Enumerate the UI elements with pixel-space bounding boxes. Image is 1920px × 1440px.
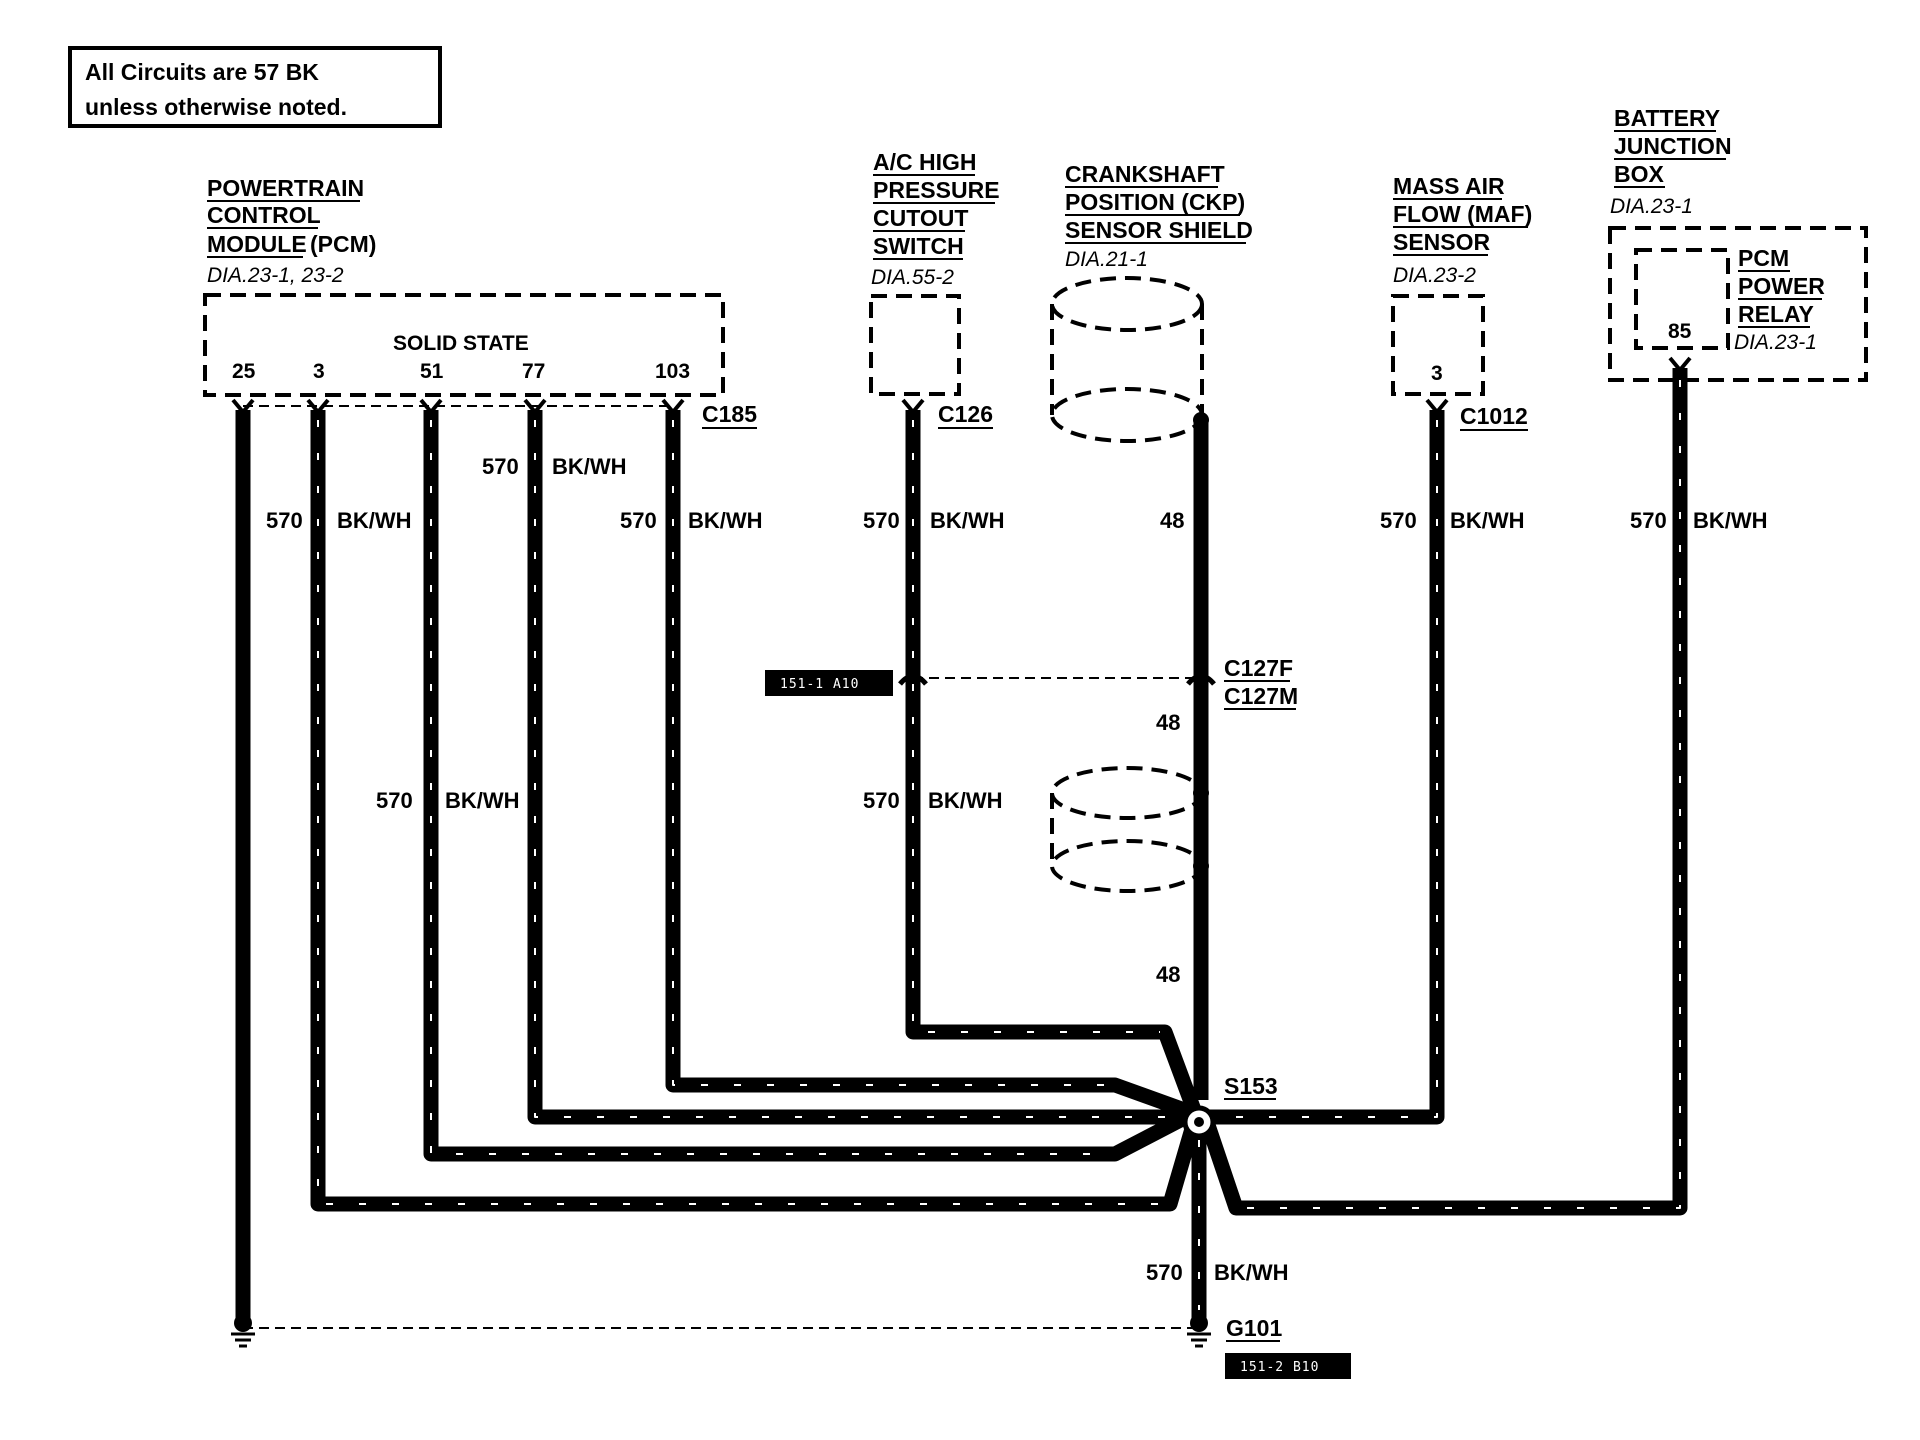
bjb-name-line-2: JUNCTION [1614, 133, 1732, 159]
wire-label-num: 570 [1380, 508, 1417, 533]
wire-label-color: BK/WH [1450, 508, 1525, 533]
bjb-ref: DIA.23-1 [1610, 195, 1693, 218]
maf-box [1391, 294, 1485, 396]
splice-label: S153 [1224, 1073, 1278, 1099]
wire-label-color: BK/WH [1693, 508, 1768, 533]
relay-name-line-3: RELAY [1738, 301, 1814, 327]
c185-label: C185 [702, 401, 757, 427]
relay-pin-85: 85 [1668, 320, 1692, 343]
page-ref-1: 151-1 A10 [780, 677, 859, 692]
c185-terminals [231, 398, 685, 416]
wire-pin103 [665, 410, 1193, 1120]
pcm-pin-25: 25 [232, 360, 256, 383]
wire-label-color: BK/WH [552, 454, 627, 479]
page-ref-2: 151-2 B10 [1240, 1360, 1319, 1375]
wire-label-color: BK/WH [337, 508, 412, 533]
ckp-sensor-shield: CRANKSHAFT POSITION (CKP) SENSOR SHIELD … [1050, 161, 1253, 893]
maf-ref: DIA.23-2 [1393, 264, 1476, 287]
pcm-name-line-2: CONTROL [207, 202, 321, 228]
pcm-module: POWERTRAIN CONTROL MODULE (PCM) DIA.23-1… [203, 175, 757, 429]
wire-labels: 570 BK/WH 570 BK/WH 570 BK/WH 570 BK/WH … [266, 454, 1768, 1285]
wire-label-num: 570 [376, 788, 413, 813]
wire-label-color: BK/WH [1214, 1260, 1289, 1285]
wire-label-num: 570 [482, 454, 519, 479]
wire-harness [235, 368, 1688, 1320]
c127m-label: C127M [1224, 683, 1298, 709]
pcm-state: SOLID STATE [393, 332, 529, 355]
ground-label: G101 [1226, 1315, 1282, 1341]
ac-name-line-4: SWITCH [873, 233, 964, 259]
ac-switch-box [869, 294, 961, 396]
ground-icon [1187, 1332, 1211, 1348]
page-ref-badge-2 [1225, 1353, 1351, 1379]
relay-name-line-2: POWER [1738, 273, 1825, 299]
ckp-ref: DIA.21-1 [1065, 248, 1148, 271]
relay-name-line-1: PCM [1738, 245, 1789, 271]
wire-label-num: 570 [1630, 508, 1667, 533]
maf-name-line-1: MASS AIR [1393, 173, 1505, 199]
maf-sensor: MASS AIR FLOW (MAF) SENSOR DIA.23-2 3 C1… [1391, 173, 1532, 431]
wire-bjb-relay [1200, 368, 1688, 1216]
wire-label-color: BK/WH [445, 788, 520, 813]
wire-label-color: BK/WH [930, 508, 1005, 533]
shield-wire-label: 48 [1156, 962, 1180, 987]
maf-name-line-3: SENSOR [1393, 229, 1491, 255]
wire-label-num: 570 [863, 508, 900, 533]
shield-wire-label: 48 [1156, 710, 1180, 735]
bjb-name-line-3: BOX [1614, 161, 1665, 187]
ac-pressure-switch: A/C HIGH PRESSURE CUTOUT SWITCH DIA.55-2… [869, 149, 1000, 429]
wire-pin3 [310, 410, 1204, 1212]
ac-name-line-1: A/C HIGH [873, 149, 977, 175]
pcm-pin-3: 3 [313, 360, 325, 383]
ac-name-line-3: CUTOUT [873, 205, 968, 231]
wire-label-color: BK/WH [928, 788, 1003, 813]
shield-wire-label: 48 [1160, 508, 1184, 533]
wire-label-num: 570 [1146, 1260, 1183, 1285]
c1012-label: C1012 [1460, 403, 1528, 429]
pcm-pin-77: 77 [522, 360, 545, 383]
splice-s153: S153 [1182, 1073, 1278, 1139]
pcm-name-line-1: POWERTRAIN [207, 175, 364, 201]
maf-pin-3: 3 [1431, 362, 1443, 385]
c127-connector: C127F C127M 151-1 A10 [765, 655, 1298, 710]
wire-label-num: 570 [863, 788, 900, 813]
pcm-name-line-3: MODULE [207, 231, 307, 257]
wire-label-color: BK/WH [688, 508, 763, 533]
ckp-name-line-1: CRANKSHAFT [1065, 161, 1225, 187]
bjb-name-line-1: BATTERY [1614, 105, 1720, 131]
pcm-pin-51: 51 [420, 360, 444, 383]
pcm-abbr: (PCM) [310, 231, 376, 257]
battery-junction-box: BATTERY JUNCTION BOX DIA.23-1 85 PCM POW… [1608, 105, 1868, 382]
maf-name-line-2: FLOW (MAF) [1393, 201, 1532, 227]
ac-name-line-2: PRESSURE [873, 177, 1000, 203]
ground-g101: G101 151-2 B10 [231, 1314, 1351, 1379]
page-ref-badge-1 [765, 670, 893, 696]
note-line-1: All Circuits are 57 BK [85, 59, 319, 85]
c126-label: C126 [938, 401, 993, 427]
bjb-box [1608, 226, 1868, 382]
ckp-name-line-3: SENSOR SHIELD [1065, 217, 1253, 243]
wire-pin51 [423, 410, 1194, 1162]
note-line-2: unless otherwise noted. [85, 94, 347, 120]
wire-label-num: 570 [266, 508, 303, 533]
pcm-relay-box [1634, 248, 1730, 350]
relay-ref: DIA.23-1 [1734, 331, 1817, 354]
c127f-label: C127F [1224, 655, 1293, 681]
pcm-ref: DIA.23-1, 23-2 [207, 264, 344, 287]
ground-icon [231, 1332, 255, 1348]
circuit-note: All Circuits are 57 BK unless otherwise … [68, 46, 442, 128]
pcm-pin-103: 103 [655, 360, 690, 383]
wire-label-num: 570 [620, 508, 657, 533]
ac-ref: DIA.55-2 [871, 266, 954, 289]
pcm-box [203, 293, 725, 397]
ckp-name-line-2: POSITION (CKP) [1065, 189, 1245, 215]
